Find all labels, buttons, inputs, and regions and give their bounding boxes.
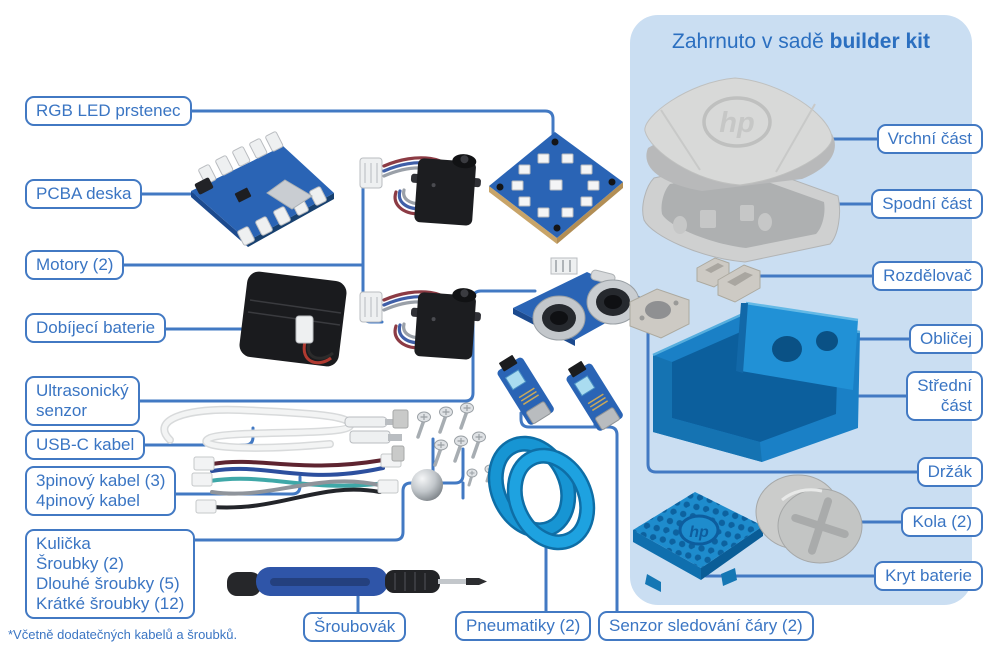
- label-pcba-board: PCBA deska: [25, 179, 143, 210]
- label-ultrasonic: Ultrasonický senzor: [25, 376, 140, 427]
- label-hardware: Kulička Šroubky (2) Dlouhé šroubky (5) K…: [25, 529, 196, 620]
- holder-image: [629, 288, 690, 339]
- battery-cover-image: hp: [633, 492, 763, 592]
- wheels-image: [755, 474, 863, 564]
- panel-title-regular: Zahrnuto v sadě: [672, 30, 824, 53]
- steel-ball-image: [411, 469, 443, 501]
- footnote: *Včetně dodatečných kabelů a šroubků.: [8, 627, 238, 642]
- label-battery: Dobíjecí baterie: [25, 313, 167, 344]
- label-middle-part: Střední část: [906, 371, 983, 422]
- svg-text:hp: hp: [689, 524, 709, 541]
- pcba-board-image: [191, 131, 334, 247]
- label-holder: Držák: [916, 457, 983, 488]
- label-motors: Motory (2): [25, 250, 125, 281]
- label-rgb-led-ring: RGB LED prstenec: [25, 96, 192, 127]
- label-usb-c-cable: USB-C kabel: [25, 430, 146, 461]
- line-sensor-2-image: [561, 356, 626, 434]
- rgb-led-ring-image: [489, 132, 623, 244]
- hardware-parts-image: [391, 401, 497, 501]
- usb-c-cable-image: [160, 405, 402, 452]
- line-sensor-1-image: [492, 350, 557, 428]
- battery-image: [239, 271, 347, 367]
- label-bottom-part: Spodní část: [871, 189, 983, 220]
- divider-image: [696, 257, 761, 303]
- svg-text:hp: hp: [719, 107, 754, 139]
- motor-1-image: [358, 148, 485, 228]
- ultrasonic-sensor-image: [513, 257, 647, 346]
- panel-title-bold: builder kit: [829, 30, 930, 53]
- label-battery-cover: Kryt baterie: [874, 561, 983, 592]
- label-screwdriver: Šroubovák: [303, 612, 407, 643]
- face-part-image: [736, 301, 859, 390]
- label-top-part: Vrchní část: [876, 124, 983, 155]
- label-line-sensor: Senzor sledování čáry (2): [598, 611, 814, 642]
- label-face: Obličej: [909, 324, 983, 355]
- case-top-image: hp: [644, 77, 835, 191]
- motor-2-image: [358, 282, 485, 362]
- pin-cables-image: [191, 453, 402, 514]
- label-divider: Rozdělovač: [872, 261, 983, 292]
- label-tires: Pneumatiky (2): [455, 611, 592, 642]
- tires-image: [487, 435, 596, 551]
- label-wheels: Kola (2): [901, 507, 983, 538]
- panel-title: Zahrnuto v sadě builder kit: [630, 30, 972, 54]
- screwdriver-image: [227, 567, 487, 596]
- label-pin-cables: 3pinový kabel (3) 4pinový kabel: [25, 466, 177, 517]
